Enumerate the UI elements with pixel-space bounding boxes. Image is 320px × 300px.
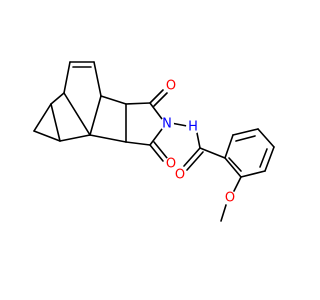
bond — [59, 134, 91, 142]
bond — [50, 92, 65, 105]
structure-diagram: O N H O O O — [33, 61, 275, 222]
bond — [93, 61, 102, 97]
bond — [63, 61, 71, 94]
bond — [199, 147, 226, 159]
bond — [264, 146, 275, 172]
bond — [63, 92, 91, 136]
bond-aromatic-inner — [259, 148, 268, 168]
bond — [89, 95, 102, 136]
bond — [196, 132, 201, 149]
bond-aromatic-inner — [228, 157, 242, 172]
bond — [89, 134, 127, 143]
bond — [224, 134, 234, 159]
bond-double-inner — [153, 141, 168, 159]
bond — [240, 170, 266, 178]
atom-nh-amide: H — [188, 120, 198, 135]
atom-o-upper-carbonyl: O — [166, 79, 176, 94]
atom-labels: O N H O O O — [160, 79, 237, 206]
atom-bg — [164, 157, 178, 171]
bond — [33, 103, 52, 132]
bond — [233, 176, 242, 192]
bond-double-inner — [153, 92, 168, 107]
atom-bg — [164, 79, 178, 93]
bond — [50, 103, 61, 142]
bond — [224, 157, 242, 178]
bond — [183, 147, 201, 167]
bond — [33, 130, 61, 142]
atom-bg — [173, 168, 187, 182]
atom-o-methoxy: O — [225, 191, 235, 206]
bond — [100, 95, 127, 105]
bond — [125, 141, 151, 146]
bond — [257, 128, 275, 148]
bond — [125, 102, 151, 105]
bonds — [33, 61, 275, 222]
bond-aromatic-inner — [235, 135, 256, 142]
bond-double-inner — [186, 151, 204, 171]
bond — [149, 89, 164, 104]
atom-n-imide: N — [162, 117, 172, 132]
molecule-drawing: O N H O O O — [33, 61, 275, 222]
atom-bg — [160, 117, 174, 131]
atom-o-lower-carbonyl: O — [166, 157, 176, 172]
bond — [220, 204, 227, 222]
bond — [232, 128, 259, 136]
atom-bg — [186, 120, 200, 134]
bond — [149, 144, 164, 162]
atom-o-amide-carbonyl: O — [175, 168, 185, 183]
atom-bg — [223, 191, 237, 205]
